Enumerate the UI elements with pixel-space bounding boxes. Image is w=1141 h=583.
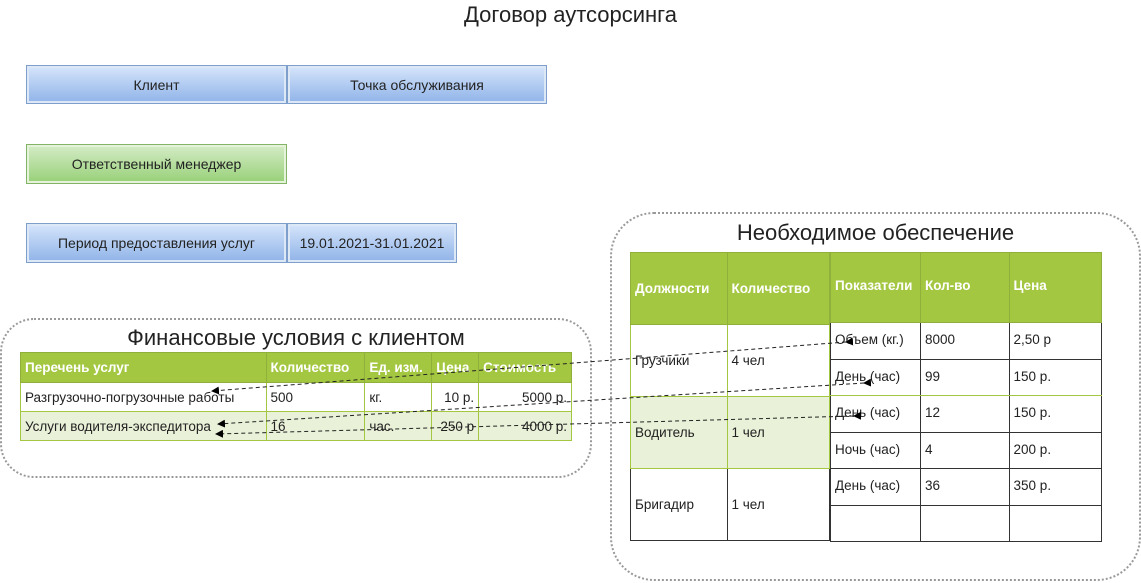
header-cell: Количество — [726, 252, 831, 325]
cell: 16 — [265, 411, 366, 441]
cell: 1 чел — [726, 468, 831, 541]
header-cell: Показатели — [830, 252, 921, 323]
period-value-box[interactable]: 19.01.2021-31.01.2021 — [287, 223, 457, 263]
cell: час. — [364, 411, 433, 441]
cell: Разгрузочно-погрузочные работы — [20, 382, 267, 412]
header-cell: Цена — [1008, 252, 1103, 323]
cell: 200 р. — [1008, 431, 1103, 469]
cell: 4 чел — [726, 324, 831, 397]
page-title: Договор аутсорсинга — [464, 2, 677, 27]
cell — [830, 504, 921, 542]
service-point-box[interactable]: Точка обслуживания — [287, 65, 547, 104]
cell: 8000 — [919, 322, 1010, 360]
cell: кг. — [364, 382, 433, 412]
cell: 36 — [919, 468, 1010, 506]
cell: День (час) — [830, 468, 921, 506]
client-box[interactable]: Клиент — [26, 65, 287, 104]
cell: 10 р. — [431, 382, 480, 412]
cell: 2,50 р — [1008, 322, 1103, 360]
cell: Водитель — [630, 396, 728, 469]
cell: 5000 р. — [478, 382, 572, 412]
cell: Бригадир — [630, 468, 728, 541]
cell: Услуги водителя-экспедитора — [20, 411, 267, 441]
cell: Ночь (час) — [830, 431, 921, 469]
cell: 150 р. — [1008, 395, 1103, 433]
cell: День (час) — [830, 395, 921, 433]
header-cell: Цена — [431, 352, 480, 383]
cell: 150 р. — [1008, 358, 1103, 396]
cell: 1 чел — [726, 396, 831, 469]
header-cell: Должности — [630, 252, 728, 325]
table-row — [830, 504, 1103, 542]
cell: 12 — [919, 395, 1010, 433]
header-cell: Количество — [265, 352, 366, 383]
cell: 350 р. — [1008, 468, 1103, 506]
cell: 500 — [265, 382, 366, 412]
header-cell: Кол-во — [919, 252, 1010, 323]
cell: День (час) — [830, 358, 921, 396]
cell: Объем (кг.) — [830, 322, 921, 360]
header-cell: Перечень услуг — [20, 352, 267, 383]
finance-title: Финансовые условия с клиентом — [127, 325, 465, 350]
cell — [919, 504, 1010, 542]
header-cell: Стоимость — [478, 352, 572, 383]
supply-title: Необходимое обеспечение — [736, 220, 1015, 245]
cell: 4 — [919, 431, 1010, 469]
cell — [1008, 504, 1103, 542]
cell: 250 р — [431, 411, 480, 441]
period-label-box[interactable]: Период предоставления услуг — [26, 223, 287, 263]
cell: Грузчики — [630, 324, 728, 397]
cell: 99 — [919, 358, 1010, 396]
cell: 4000 р. — [478, 411, 572, 441]
manager-box[interactable]: Ответственный менеджер — [26, 144, 287, 184]
header-cell: Ед. изм. — [364, 352, 433, 383]
